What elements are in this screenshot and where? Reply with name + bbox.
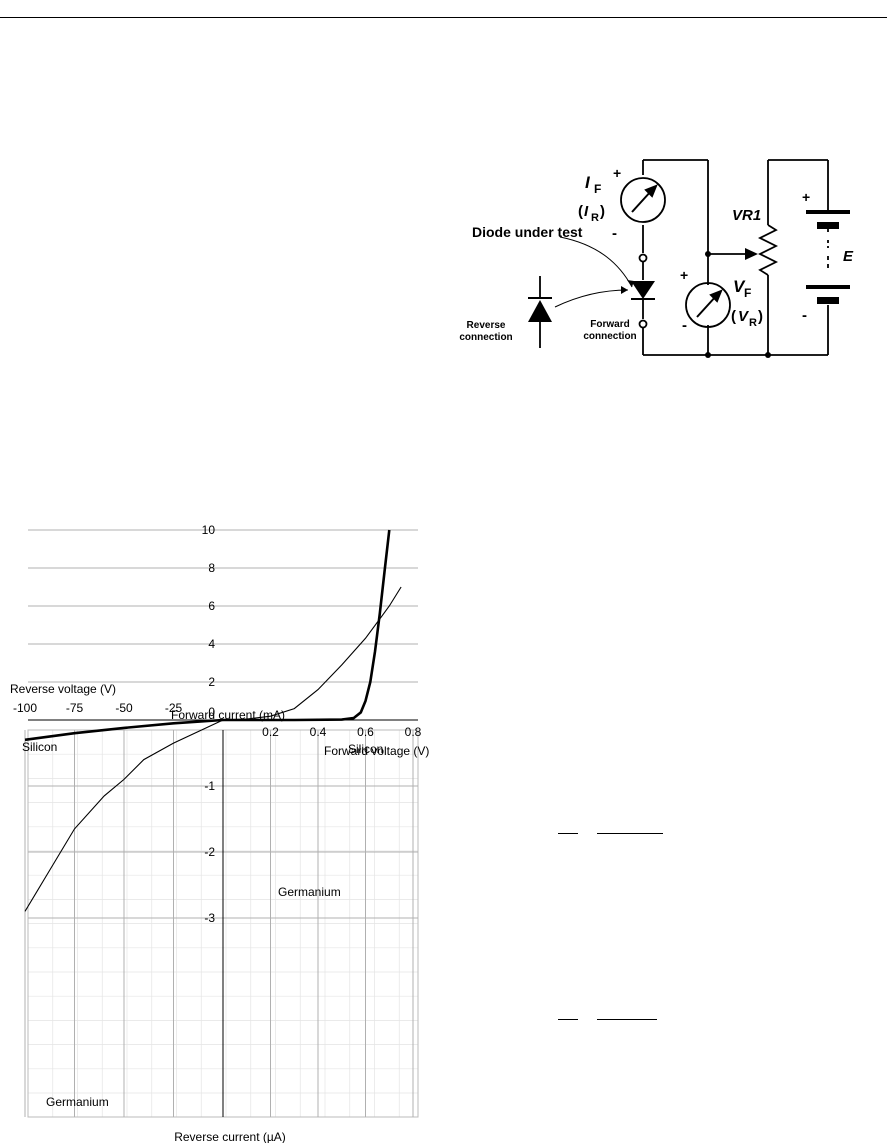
ammeter-plus: + bbox=[613, 165, 621, 181]
curve-silicon-forward bbox=[223, 529, 391, 722]
y-tick-label-reverse: -3 bbox=[204, 911, 215, 925]
y-tick-label-forward: 2 bbox=[208, 675, 215, 689]
fraction-bar-2b bbox=[597, 1019, 657, 1020]
tick-labels: 10 8 6 4 2 0 -1 -2 -3 0.2 0.4 0.6 0.8 -100 -75 -50 -25 bbox=[13, 523, 422, 925]
x-tick-label-forward: 0.8 bbox=[405, 725, 422, 739]
battery-plate-short-2 bbox=[817, 297, 839, 304]
terminal-bottom bbox=[638, 319, 648, 329]
ir-symbol: I bbox=[584, 203, 589, 220]
vf-sub: F bbox=[744, 286, 751, 300]
vr-symbol: V bbox=[738, 308, 750, 325]
vr-sub: R bbox=[749, 317, 757, 329]
annotation-silicon-forward: Silicon bbox=[348, 742, 383, 756]
diode-test-circuit: + - I F ( I R ) + - V F ( V R ) VR1 + - … bbox=[459, 159, 854, 358]
voltmeter-minus: - bbox=[682, 317, 687, 334]
ammeter-needle-head bbox=[644, 184, 658, 198]
annotation-germanium-forward: Germanium bbox=[278, 885, 341, 899]
ir-close-paren: ) bbox=[600, 203, 605, 220]
chart-title: Forward current (mA) bbox=[171, 708, 285, 722]
diode-iv-chart: 10 8 6 4 2 0 -1 -2 -3 0.2 0.4 0.6 0.8 -100 -75 -50 -25 F… bbox=[10, 523, 429, 1143]
junction-dot-bottom-mid bbox=[705, 352, 711, 358]
battery-plate-short-1 bbox=[817, 222, 839, 229]
x-tick-label-reverse: -75 bbox=[66, 701, 84, 715]
battery-plus: + bbox=[802, 189, 810, 205]
annotation-germanium-reverse: Germanium bbox=[46, 1095, 109, 1109]
junction-dot-bottom-right bbox=[765, 352, 771, 358]
annotation-silicon-reverse: Silicon bbox=[22, 740, 57, 754]
fraction-bar-2a bbox=[558, 1019, 578, 1020]
forward-voltage-label: Forward voltage (V) bbox=[324, 744, 429, 758]
reverse-connection-line2: connection bbox=[459, 332, 512, 343]
curve-germanium-forward bbox=[222, 586, 402, 721]
vr-open-paren: ( bbox=[731, 308, 736, 325]
curve-silicon-reverse bbox=[24, 718, 224, 742]
battery-minus: - bbox=[802, 307, 807, 324]
reverse-connection-line1: Reverse bbox=[467, 320, 506, 331]
x-tick-label-reverse: -25 bbox=[165, 701, 183, 715]
fraction-bar-1b bbox=[597, 833, 663, 834]
callout-arrowhead-bottom bbox=[621, 286, 628, 294]
callout-arrow-bottom bbox=[554, 289, 629, 308]
e-label: E bbox=[843, 248, 854, 265]
wiper-arrowhead bbox=[745, 248, 758, 260]
forward-connection-line1: Forward bbox=[590, 319, 629, 330]
y-tick-label-reverse: -2 bbox=[204, 845, 215, 859]
x-tick-label-reverse: -50 bbox=[115, 701, 133, 715]
if-symbol: I bbox=[585, 173, 591, 192]
junction-dot-wiper bbox=[705, 251, 711, 257]
terminal-top bbox=[638, 253, 648, 263]
curves bbox=[24, 529, 402, 912]
ir-open-paren: ( bbox=[578, 203, 583, 220]
y-tick-label-reverse: -1 bbox=[204, 779, 215, 793]
x-tick-label-reverse: -100 bbox=[13, 701, 37, 715]
ir-sub: R bbox=[591, 212, 599, 224]
ammeter-circle bbox=[620, 177, 666, 223]
vr1-label: VR1 bbox=[732, 207, 761, 224]
vf-symbol: V bbox=[733, 277, 746, 296]
diode-under-test-label: Diode under test bbox=[472, 224, 583, 240]
fraction-bar-1a bbox=[558, 833, 578, 834]
grid-major bbox=[24, 529, 419, 1118]
y-tick-label-forward: 6 bbox=[208, 599, 215, 613]
y-tick-label-forward: 4 bbox=[208, 637, 215, 651]
reverse-diode-triangle bbox=[528, 300, 552, 322]
x-tick-label-forward: 0.6 bbox=[357, 725, 374, 739]
curve-germanium-reverse bbox=[24, 719, 224, 912]
y-tick-label-forward: 8 bbox=[208, 561, 215, 575]
reverse-current-label: Reverse current (µA) bbox=[174, 1130, 286, 1143]
page-top-rule bbox=[0, 17, 887, 18]
battery-plate-long-1 bbox=[806, 210, 850, 214]
y-tick-label-forward: 10 bbox=[202, 523, 216, 537]
forward-connection-line2: connection bbox=[583, 331, 636, 342]
x-tick-label-forward: 0.2 bbox=[262, 725, 279, 739]
reverse-voltage-label: Reverse voltage (V) bbox=[10, 682, 116, 696]
x-tick-label-forward: 0.4 bbox=[310, 725, 327, 739]
if-sub: F bbox=[594, 182, 601, 196]
callout-arrow-top bbox=[559, 236, 633, 288]
voltmeter-plus: + bbox=[680, 267, 688, 283]
vr1-resistor bbox=[757, 224, 779, 276]
vr-close-paren: ) bbox=[758, 308, 763, 325]
y-tick-label-forward: 0 bbox=[208, 705, 215, 719]
battery-plate-long-2 bbox=[806, 285, 850, 289]
diode-triangle bbox=[631, 281, 655, 299]
callout-arrowhead-top bbox=[627, 280, 634, 287]
ammeter-minus: - bbox=[612, 225, 617, 242]
voltmeter-needle-head bbox=[709, 289, 723, 303]
voltmeter-circle bbox=[685, 282, 731, 328]
